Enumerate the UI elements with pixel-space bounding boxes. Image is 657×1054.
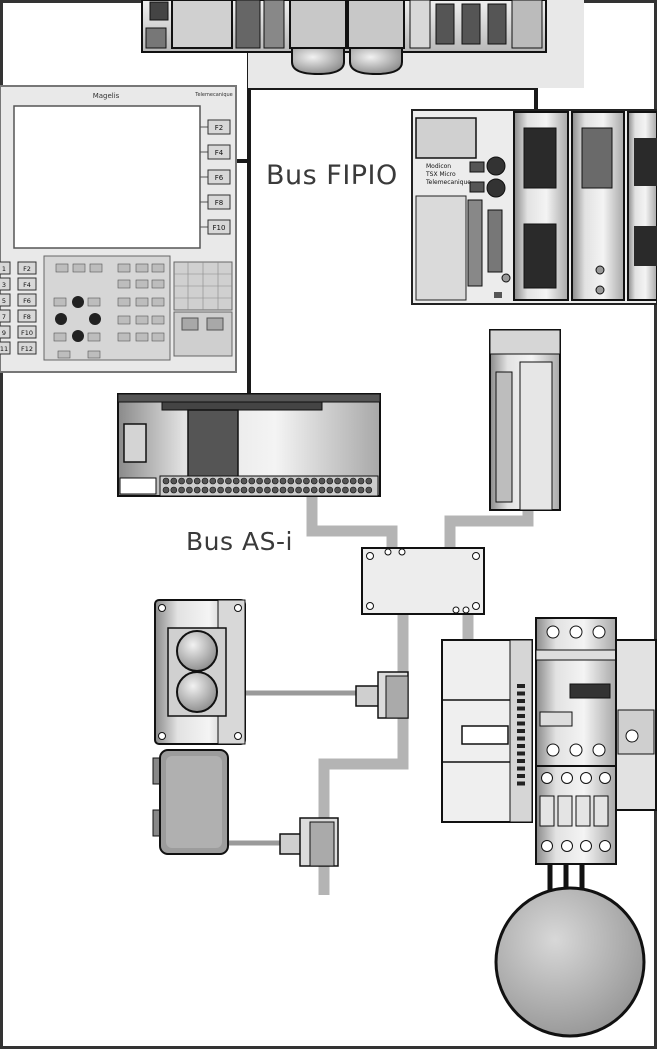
svg-text:7: 7: [2, 313, 6, 321]
svg-text:3: 3: [2, 281, 6, 289]
asi-tap-connector-2: [279, 817, 339, 867]
hmi-key-f4: F4: [200, 144, 231, 160]
svg-text:F2: F2: [215, 124, 223, 132]
hmi-key-f8: F8: [200, 194, 231, 210]
asi-tap-connector-1: [355, 671, 409, 719]
pushbutton-top: [176, 630, 218, 672]
svg-text:F8: F8: [215, 199, 223, 207]
pushbutton-bottom: [176, 671, 218, 713]
hmi-screen: [13, 105, 201, 249]
hmi-key-left-f1: F2 1: [0, 261, 37, 275]
hmi-key-f6: F6: [200, 169, 231, 185]
asi-junction-box: [361, 547, 485, 615]
svg-text:F2: F2: [23, 265, 31, 273]
motor: [494, 886, 646, 1038]
hmi-grid-lines: [174, 262, 232, 310]
motor-starter: [441, 617, 657, 892]
hmi-brand: Telemecanique: [194, 92, 232, 98]
svg-text:F10: F10: [21, 329, 33, 337]
device-cables: [228, 690, 360, 846]
svg-text:1: 1: [2, 265, 6, 273]
hmi-key-f10: F10: [200, 219, 231, 235]
micro-terminal-strip: [162, 477, 373, 494]
svg-text:F8: F8: [23, 313, 31, 321]
hmi-key-left-f3: F4 3: [0, 277, 37, 291]
hmi-key-left-f9: F10 9: [0, 325, 37, 339]
bus-asi-label: Bus AS-i: [186, 527, 293, 556]
hmi-key-f2: F2: [200, 119, 231, 135]
bus-fipio-label: Bus FIPIO: [266, 160, 398, 191]
svg-text:F6: F6: [215, 174, 224, 182]
hmi-key-left-f7: F8 7: [0, 309, 37, 323]
svg-text:F4: F4: [215, 149, 224, 157]
hmi-title: Magelis: [93, 92, 120, 100]
svg-text:F6: F6: [23, 297, 31, 305]
top-module-rack: [141, 0, 584, 88]
hmi-key-left-f11: F12 11: [0, 341, 37, 355]
svg-text:11: 11: [0, 345, 8, 353]
hmi-arrow-keys: [55, 296, 101, 342]
starter-indicator-column: [517, 684, 525, 786]
svg-text:9: 9: [2, 329, 6, 337]
svg-text:5: 5: [2, 297, 6, 305]
hmi-keypad-keys: [53, 263, 165, 359]
svg-text:F10: F10: [213, 224, 226, 232]
hmi-key-left-f5: F6 5: [0, 293, 37, 307]
sensor-box: [152, 749, 229, 855]
tall-io-module: [489, 329, 561, 511]
hmi-keypad: [43, 255, 171, 361]
micro-controller: [117, 393, 381, 497]
svg-text:F12: F12: [21, 345, 33, 353]
svg-text:F4: F4: [23, 281, 31, 289]
pushbutton-station: [154, 599, 246, 745]
